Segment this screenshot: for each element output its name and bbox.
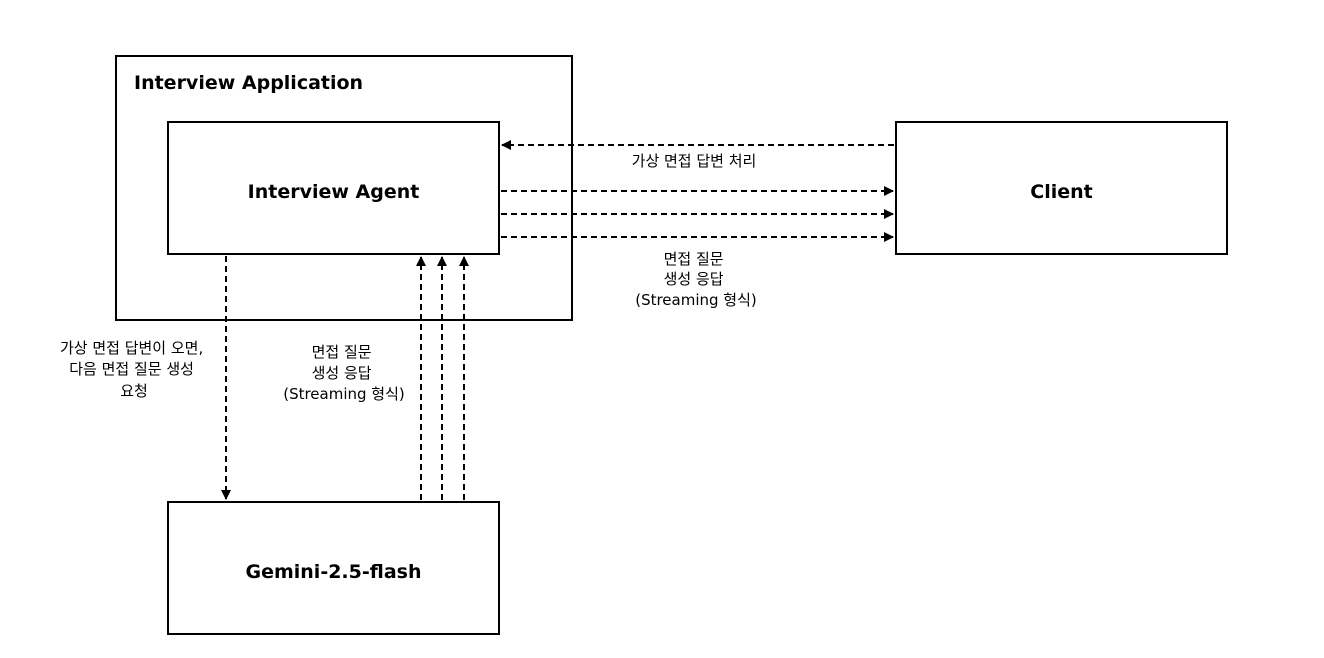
agent-to-client-label-line-2: 생성 응답: [664, 270, 724, 288]
agent-to-gemini-label: 가상 면접 답변이 오면, 다음 면접 질문 생성 요청: [60, 339, 208, 400]
client-to-agent-label: 가상 면접 답변 처리: [632, 152, 757, 170]
client-label: Client: [1030, 181, 1092, 203]
gemini-to-agent-label: 면접 질문 생성 응답 (Streaming 형식): [283, 343, 405, 403]
agent-to-client-label-line-3: (Streaming 형식): [635, 291, 757, 309]
interview-agent-box: [167, 121, 500, 255]
interview-agent-label: Interview Agent: [248, 181, 420, 203]
gemini-box: [167, 501, 500, 635]
gemini-to-agent-label-line-3: (Streaming 형식): [283, 385, 405, 403]
interview-application-title: Interview Application: [134, 72, 363, 94]
agent-to-client-label-line-1: 면접 질문: [664, 250, 724, 268]
agent-to-client-label: 면접 질문 생성 응답 (Streaming 형식): [635, 250, 757, 309]
gemini-label: Gemini-2.5-flash: [245, 561, 421, 583]
client-box: [895, 121, 1228, 255]
agent-to-gemini-label-line-1: 가상 면접 답변이 오면,: [60, 339, 203, 357]
gemini-to-agent-label-line-1: 면접 질문: [312, 343, 372, 361]
gemini-to-agent-label-line-2: 생성 응답: [312, 364, 372, 382]
agent-to-gemini-label-line-2: 다음 면접 질문 생성: [69, 360, 194, 378]
agent-to-gemini-label-line-3: 요청: [120, 382, 148, 400]
